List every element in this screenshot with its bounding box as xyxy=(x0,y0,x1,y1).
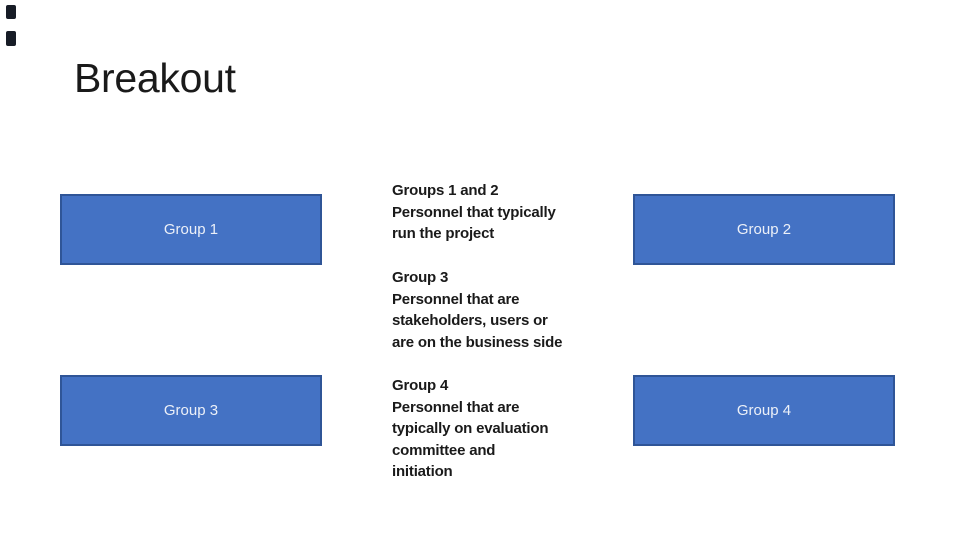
text-line: are on the business side xyxy=(392,333,563,351)
text-line: Groups 1 and 2 xyxy=(392,182,499,199)
text-line: Personnel that are xyxy=(392,398,520,416)
text-line: committee and xyxy=(392,441,496,459)
text-line: Group 4 xyxy=(392,377,449,394)
text-line: Personnel that are xyxy=(392,290,520,308)
text-line: run the project xyxy=(392,225,495,242)
text-line: Personnel that typically xyxy=(392,203,556,221)
group-4-label: Group 4 xyxy=(736,402,792,419)
group-2-label: Group 2 xyxy=(736,221,792,238)
slide-title: Breakout xyxy=(74,55,236,101)
group-2-box: Group 2 xyxy=(633,194,895,265)
group-3-label: Group 3 xyxy=(163,402,219,419)
corner-mark xyxy=(6,31,16,46)
text-line: Group 3 xyxy=(392,269,449,286)
text-line: initiation xyxy=(392,463,453,480)
center-text-group-4: Group 4 Personnel that are typically on … xyxy=(392,375,548,483)
text-line: stakeholders, users or xyxy=(392,312,548,329)
group-1-box: Group 1 xyxy=(60,194,322,265)
group-3-box: Group 3 xyxy=(60,375,322,446)
center-text-groups-1-2: Groups 1 and 2 Personnel that typically … xyxy=(392,180,556,245)
center-text-group-3: Group 3 Personnel that are stakeholders,… xyxy=(392,267,562,353)
group-1-label: Group 1 xyxy=(163,221,219,238)
group-4-box: Group 4 xyxy=(633,375,895,446)
corner-mark xyxy=(6,5,16,19)
text-line: typically on evaluation xyxy=(392,420,549,437)
